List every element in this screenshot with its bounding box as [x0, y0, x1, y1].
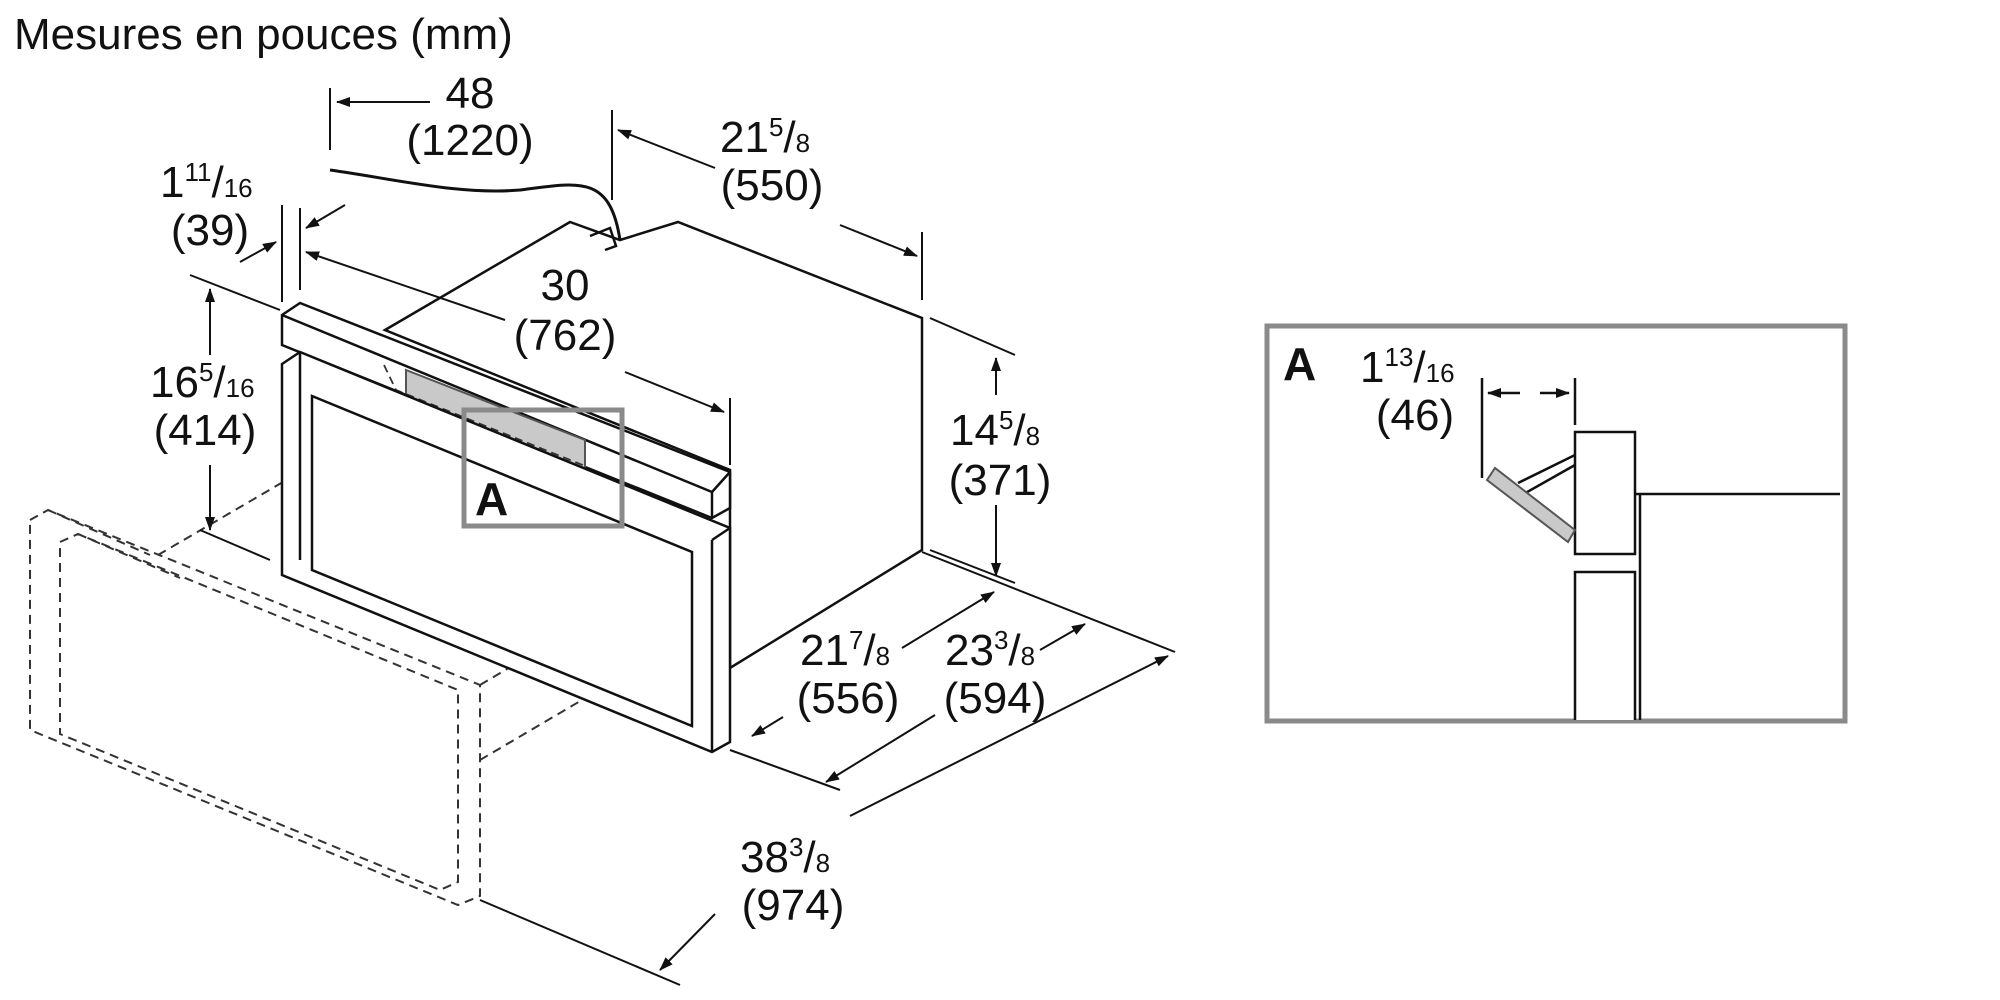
depth-total-den: 8 — [1021, 641, 1035, 671]
height-front-num: 5 — [199, 357, 213, 387]
depth-total-mm: (594) — [944, 674, 1047, 723]
detail-a-marker-label: A — [475, 473, 508, 525]
height-front-mm: (414) — [154, 406, 257, 455]
depth-total-num: 3 — [994, 625, 1008, 655]
dimension-lines — [189, 88, 1176, 986]
cord-length-mm: (1220) — [406, 116, 533, 165]
height-side-num: 5 — [999, 405, 1013, 435]
frame-depth-mm: (39) — [171, 206, 249, 255]
depth-body-den: 8 — [876, 641, 890, 671]
frame-depth-inch: 111/16 — [160, 157, 253, 207]
handle-offset-num: 13 — [1384, 342, 1413, 372]
depth-total-inch: 233/8 — [945, 625, 1035, 675]
handle-offset-inch: 113/16 — [1360, 342, 1455, 392]
depth-top-num: 5 — [769, 112, 783, 142]
detail-a-title: A — [1283, 338, 1316, 390]
depth-top-mm: (550) — [721, 161, 824, 210]
handle-offset-mm: (46) — [1376, 391, 1454, 440]
cabinet-cutout-outline — [29, 364, 651, 907]
detail-a-panel: A 113/16 (46) — [1264, 323, 1848, 724]
dimension-labels: 48 (1220) 215/8 (550) 111/16 (39) 30 (76… — [150, 69, 1051, 930]
depth-body-num: 7 — [849, 625, 863, 655]
handle-offset-den: 16 — [1426, 358, 1455, 388]
depth-body-inch: 217/8 — [800, 625, 890, 675]
cord-length-inch: 48 — [446, 69, 495, 118]
depth-total-whole: 23 — [945, 626, 994, 675]
depth-body-mm: (556) — [797, 674, 900, 723]
depth-top-whole: 21 — [720, 113, 769, 162]
diagram-title: Mesures en pouces (mm) — [14, 10, 513, 59]
door-open-mm: (974) — [742, 881, 845, 930]
depth-top-den: 8 — [796, 128, 810, 158]
door-open-whole: 38 — [740, 833, 789, 882]
depth-top-inch: 215/8 — [720, 112, 810, 162]
height-front-inch: 165/16 — [150, 357, 255, 407]
frame-depth-den: 16 — [224, 173, 253, 203]
width-inch: 30 — [541, 261, 590, 310]
door-open-den: 8 — [816, 848, 830, 878]
depth-body-whole: 21 — [800, 626, 849, 675]
detail-a-marker — [461, 407, 625, 529]
frame-depth-whole: 1 — [160, 158, 184, 207]
frame-depth-num: 11 — [184, 157, 211, 187]
height-front-whole: 16 — [150, 358, 199, 407]
height-front-den: 16 — [226, 373, 255, 403]
handle-offset-whole: 1 — [1360, 343, 1384, 392]
height-side-mm: (371) — [949, 456, 1052, 505]
oven-door — [280, 350, 732, 754]
height-side-whole: 14 — [950, 406, 999, 455]
height-side-inch: 145/8 — [950, 405, 1040, 455]
door-open-num: 3 — [789, 832, 803, 862]
door-open-inch: 383/8 — [740, 832, 830, 882]
width-mm: (762) — [514, 311, 617, 360]
handle-bar — [1485, 466, 1577, 544]
height-side-den: 8 — [1026, 421, 1040, 451]
